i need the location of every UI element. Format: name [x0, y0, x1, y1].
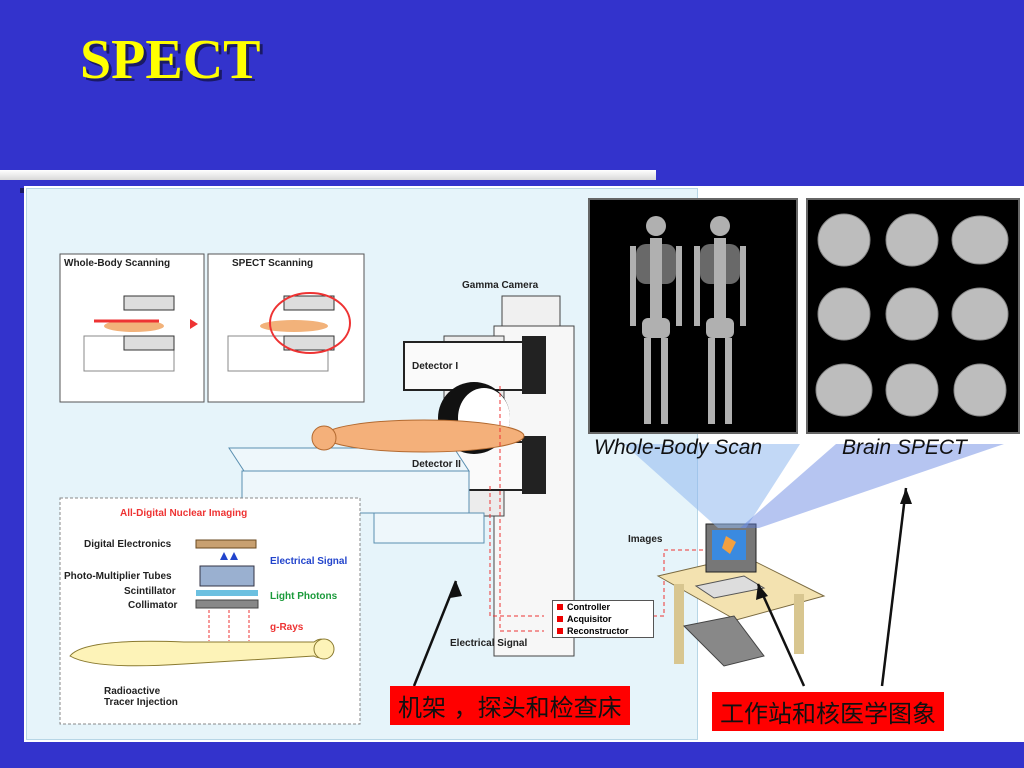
spect-system-drawing — [59, 253, 1004, 725]
whole-body-scan-caption: Whole-Body Scan — [594, 436, 763, 459]
inset-spect-title: SPECT Scanning — [232, 258, 314, 269]
controller-box: Controller Acquisitor Reconstructor — [552, 600, 654, 638]
pointer-arrow-gantry — [412, 580, 458, 687]
acquisitor-item: Acquisitor — [553, 613, 653, 625]
pointer-arrow-workstation — [756, 583, 806, 687]
electrical-signal-label: Electrical Signal — [450, 638, 528, 649]
images-label: Images — [628, 534, 663, 545]
brain-spect-image — [806, 198, 1020, 434]
gamma-camera-label: Gamma Camera — [462, 280, 539, 291]
whole-body-scan-image — [588, 198, 798, 434]
nuclear-imaging-inset — [59, 497, 361, 725]
gantry-detector-bed-label: 机架 ，探头和检查床 — [390, 686, 630, 725]
light-photons-label: Light Photons — [270, 591, 338, 602]
digital-electronics-label: Digital Electronics — [84, 539, 172, 550]
brain-spect-caption: Brain SPECT — [842, 436, 967, 459]
pmt-label: Photo-Multiplier Tubes — [64, 571, 172, 582]
title-divider — [0, 170, 656, 180]
scintillator-label: Scintillator — [124, 586, 176, 597]
image-beam — [624, 444, 800, 528]
slide-title: SPECT — [80, 29, 261, 91]
tracer-injection-label: Radioactive Tracer Injection — [104, 686, 178, 708]
detector-1-head — [403, 341, 525, 391]
spect-illustration: Whole-Body Scanning SPECT Scanning Gamma… — [24, 186, 1024, 742]
collimator-label: Collimator — [128, 600, 178, 611]
electrical-signal-inset-label: Electrical Signal — [270, 556, 348, 567]
bullet-marker — [20, 188, 25, 193]
detector-1-label: Detector I — [412, 361, 459, 372]
reconstructor-item: Reconstructor — [553, 625, 653, 637]
gamma-rays-label: g-Rays — [270, 622, 304, 633]
patient-figure — [323, 419, 525, 453]
inset-spect-frame — [207, 253, 365, 403]
controller-item: Controller — [553, 601, 653, 613]
workstation-images-label: 工作站和核医学图象 — [712, 692, 944, 731]
inset-whole-body-title: Whole-Body Scanning — [64, 258, 171, 269]
detector-2-label: Detector II — [412, 459, 461, 470]
nuclear-imaging-title: All-Digital Nuclear Imaging — [120, 508, 248, 519]
pointer-arrow-images — [880, 487, 908, 687]
